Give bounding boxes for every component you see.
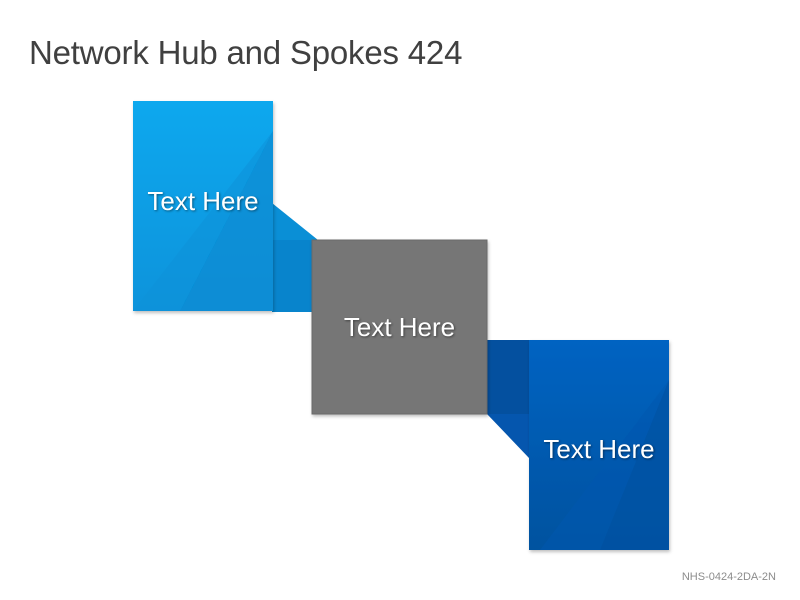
spoke-3-label: Text Here bbox=[543, 434, 655, 464]
slide-code: NHS-0424-2DA-2N bbox=[681, 571, 776, 583]
connector-1-shade bbox=[272, 240, 318, 312]
spoke-1-label: Text Here bbox=[147, 186, 259, 216]
hub-box bbox=[311, 239, 488, 415]
connector-2-shade bbox=[487, 340, 529, 414]
spoke-box-3 bbox=[529, 340, 669, 550]
spoke-box-1 bbox=[133, 101, 273, 311]
page-title: Network Hub and Spokes 424 bbox=[29, 34, 463, 71]
hub-label: Text Here bbox=[343, 312, 456, 342]
